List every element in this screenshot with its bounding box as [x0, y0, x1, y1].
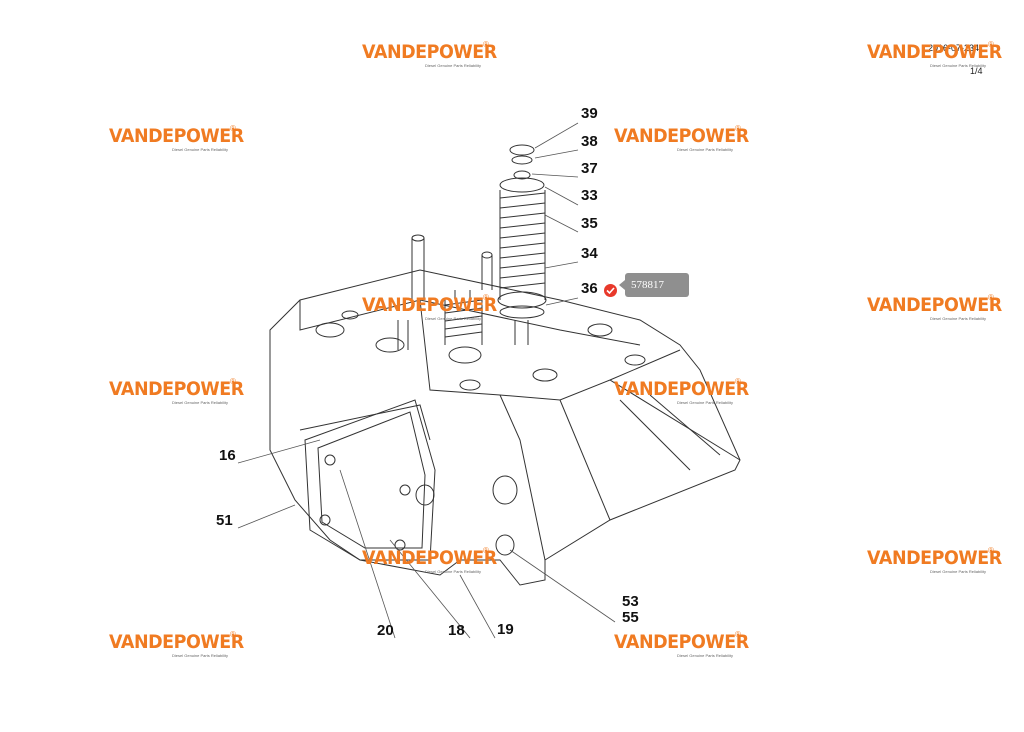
- callout-19[interactable]: 19: [497, 621, 514, 638]
- watermark-logo: VANDEPOWER®Diesel Genuine Parts Reliabil…: [614, 124, 749, 152]
- watermark-logo: VANDEPOWER®Diesel Genuine Parts Reliabil…: [614, 630, 749, 658]
- watermark-logo: VANDEPOWER®Diesel Genuine Parts Reliabil…: [362, 40, 497, 68]
- callout-36[interactable]: 36: [581, 280, 598, 297]
- page-sub-ref: 1/4: [970, 66, 983, 76]
- watermark-logo: VANDEPOWER®Diesel Genuine Parts Reliabil…: [867, 293, 1002, 321]
- callout-35[interactable]: 35: [581, 215, 598, 232]
- callout-51[interactable]: 51: [216, 512, 233, 529]
- callout-16[interactable]: 16: [219, 447, 236, 464]
- callout-33[interactable]: 33: [581, 187, 598, 204]
- callout-18[interactable]: 18: [448, 622, 465, 639]
- callout-34[interactable]: 34: [581, 245, 598, 262]
- watermark-logo: VANDEPOWER®Diesel Genuine Parts Reliabil…: [867, 546, 1002, 574]
- callout-38[interactable]: 38: [581, 133, 598, 150]
- watermark-logo: VANDEPOWER®Diesel Genuine Parts Reliabil…: [867, 40, 1002, 68]
- callout-53[interactable]: 53: [622, 593, 639, 610]
- watermark-logo: VANDEPOWER®Diesel Genuine Parts Reliabil…: [109, 630, 244, 658]
- part-number-tooltip: 578817: [619, 273, 689, 297]
- callout-39[interactable]: 39: [581, 105, 598, 122]
- watermark-logo: VANDEPOWER®Diesel Genuine Parts Reliabil…: [109, 377, 244, 405]
- selected-check-icon[interactable]: [604, 284, 617, 297]
- watermark-logo: VANDEPOWER®Diesel Genuine Parts Reliabil…: [362, 546, 497, 574]
- page-ref: 2016-07-234: [928, 43, 980, 53]
- callout-20[interactable]: 20: [377, 622, 394, 639]
- callout-55[interactable]: 55: [622, 609, 639, 626]
- callout-37[interactable]: 37: [581, 160, 598, 177]
- watermark-logo: VANDEPOWER®Diesel Genuine Parts Reliabil…: [109, 124, 244, 152]
- watermark-logo: VANDEPOWER®Diesel Genuine Parts Reliabil…: [362, 293, 497, 321]
- watermark-logo: VANDEPOWER®Diesel Genuine Parts Reliabil…: [614, 377, 749, 405]
